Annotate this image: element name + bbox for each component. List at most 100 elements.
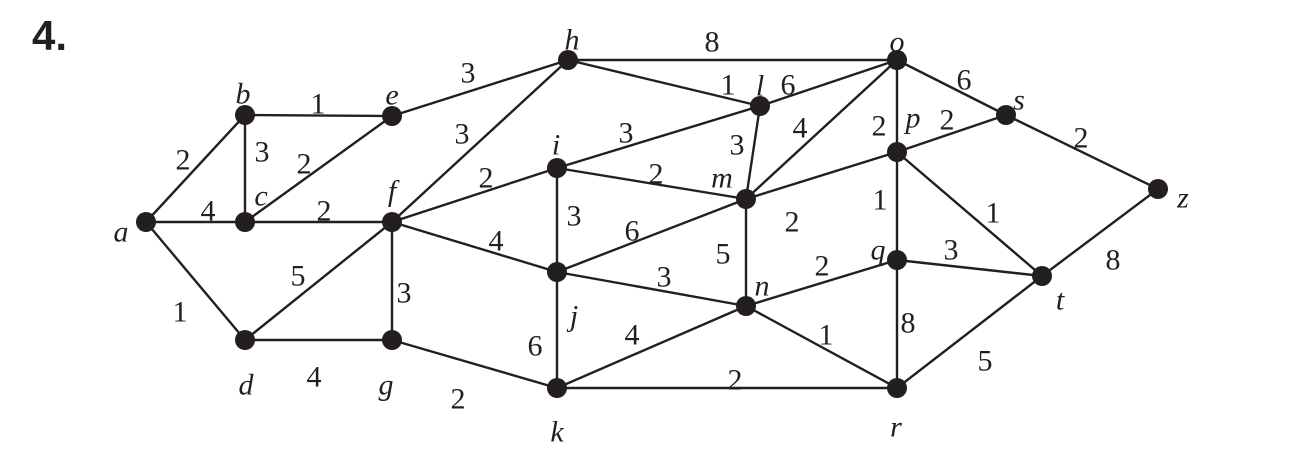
edge-k-n: [556, 304, 747, 390]
edge-weight-o-s: 6: [957, 64, 972, 97]
edge-weight-t-z: 8: [1106, 244, 1121, 277]
edge-h-l: [567, 58, 761, 108]
edge-weight-j-k: 6: [528, 330, 543, 363]
edge-f-h: [391, 59, 569, 223]
edge-g-k: [391, 338, 558, 390]
edge-a-b: [145, 114, 246, 223]
edge-p-s: [896, 113, 1007, 154]
node-d: [235, 330, 255, 350]
edge-weight-m-o: 4: [793, 112, 808, 145]
node-label-d: d: [239, 369, 255, 402]
edge-weight-a-d: 1: [173, 296, 188, 329]
edges-layer: [145, 58, 1159, 390]
edge-weight-q-t: 3: [944, 234, 959, 267]
node-label-f: f: [388, 175, 400, 208]
node-label-k: k: [550, 416, 564, 449]
node-label-q: q: [871, 234, 886, 267]
node-label-i: i: [552, 129, 560, 162]
node-l: [750, 96, 770, 116]
edge-weight-j-n: 3: [657, 261, 672, 294]
nodes-layer: [136, 50, 1168, 398]
edge-weight-k-r: 2: [728, 364, 743, 397]
edge-weight-e-h: 3: [461, 57, 476, 90]
node-label-a: a: [114, 216, 129, 249]
edge-weight-c-e: 2: [297, 148, 312, 181]
edge-weight-a-c: 4: [201, 195, 216, 228]
node-label-h: h: [565, 24, 580, 57]
edge-n-q: [745, 258, 898, 308]
edge-weight-c-f: 2: [317, 195, 332, 228]
edge-o-s: [896, 58, 1007, 117]
edge-c-e: [244, 115, 393, 223]
edge-weight-a-b: 2: [176, 144, 191, 177]
edge-weight-m-p: 2: [785, 206, 800, 239]
edge-weight-h-o: 8: [705, 26, 720, 59]
node-label-o: o: [890, 26, 905, 59]
edge-f-i: [391, 166, 558, 224]
edge-weight-n-r: 1: [819, 319, 834, 352]
edge-weight-s-z: 2: [1074, 122, 1089, 155]
edge-n-r: [745, 304, 898, 390]
node-z: [1148, 179, 1168, 199]
edge-weight-n-q: 2: [815, 250, 830, 283]
node-b: [235, 105, 255, 125]
node-f: [382, 212, 402, 232]
edge-j-n: [556, 270, 747, 308]
edge-i-m: [556, 166, 747, 201]
node-g: [382, 330, 402, 350]
problem-number: 4.: [32, 12, 67, 59]
node-label-r: r: [890, 411, 902, 444]
node-t: [1032, 266, 1052, 286]
edge-weight-d-g: 4: [307, 361, 322, 394]
edge-weight-o-p: 2: [872, 110, 887, 143]
edge-weight-b-c: 3: [255, 136, 270, 169]
edge-weight-q-r: 8: [901, 307, 916, 340]
edge-l-o: [759, 58, 898, 108]
edge-weight-f-i: 2: [479, 162, 494, 195]
node-label-e: e: [385, 79, 398, 112]
edge-m-o: [745, 59, 898, 200]
node-a: [136, 212, 156, 232]
edge-j-m: [556, 197, 747, 274]
node-h: [558, 50, 578, 70]
edge-m-p: [745, 150, 898, 201]
edge-weight-l-o: 6: [781, 69, 796, 102]
node-label-t: t: [1056, 284, 1065, 317]
node-k: [547, 378, 567, 398]
edge-weight-i-l: 3: [619, 117, 634, 150]
edge-weight-g-k: 2: [451, 383, 466, 416]
edge-weight-i-m: 2: [649, 158, 664, 191]
node-label-c: c: [254, 180, 267, 213]
edge-weight-b-e: 1: [311, 88, 326, 121]
node-label-s: s: [1013, 84, 1025, 117]
node-r: [887, 378, 907, 398]
node-c: [235, 212, 255, 232]
node-e: [382, 106, 402, 126]
node-p: [887, 142, 907, 162]
node-label-m: m: [711, 162, 733, 195]
node-label-b: b: [236, 78, 251, 111]
node-n: [736, 296, 756, 316]
node-m: [736, 189, 756, 209]
edge-weight-m-n: 5: [716, 238, 731, 271]
edge-q-t: [896, 258, 1043, 278]
edge-weight-l-m: 3: [730, 129, 745, 162]
edge-weight-h-l: 1: [721, 69, 736, 102]
edge-weight-j-m: 6: [625, 215, 640, 248]
node-label-p: p: [904, 102, 921, 135]
edge-weight-f-j: 4: [489, 225, 504, 258]
node-label-j: j: [566, 300, 578, 333]
edge-weight-f-g: 3: [397, 277, 412, 310]
edge-r-t: [896, 275, 1043, 389]
edge-t-z: [1041, 188, 1159, 277]
edge-i-l: [556, 104, 761, 170]
edge-weight-i-j: 3: [567, 200, 582, 233]
edge-weight-p-t: 1: [986, 197, 1001, 230]
edge-weight-k-n: 4: [625, 319, 640, 352]
node-label-g: g: [379, 369, 394, 402]
edge-f-j: [391, 220, 558, 274]
edge-d-f: [244, 221, 393, 341]
edge-p-t: [896, 151, 1043, 277]
